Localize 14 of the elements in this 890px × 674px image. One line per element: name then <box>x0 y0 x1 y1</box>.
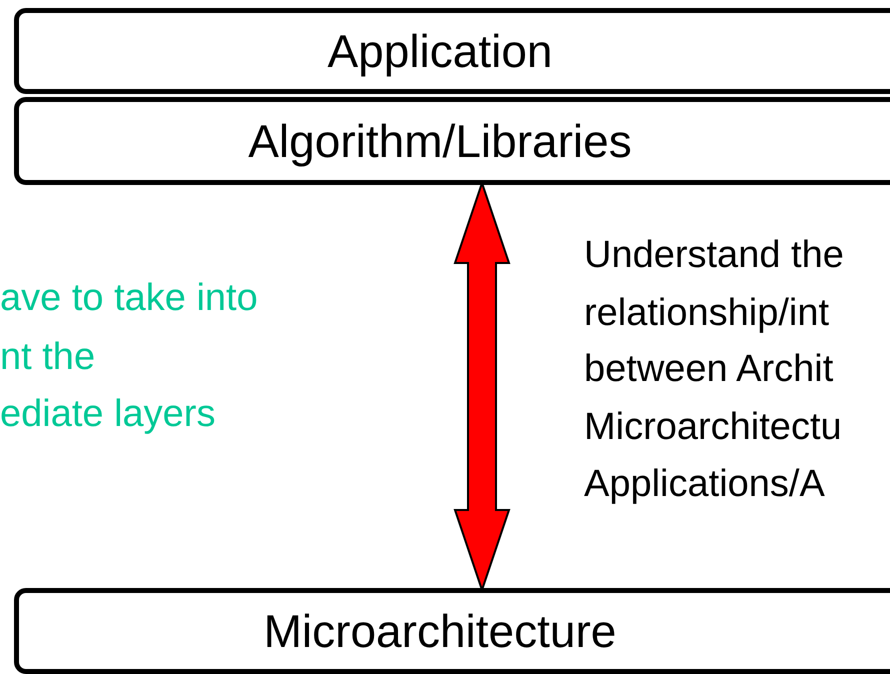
layer-label: Algorithm/Libraries <box>248 114 632 168</box>
note-text: ediate layers <box>0 392 216 436</box>
note-text: Applications/A <box>584 462 825 506</box>
note-text: between Archit <box>584 347 834 391</box>
note-text: Microarchitectu <box>584 405 842 449</box>
layer-box <box>14 588 890 674</box>
layer-label: Microarchitecture <box>264 604 616 658</box>
note-text: relationship/int <box>584 291 830 335</box>
layer-box <box>14 97 890 185</box>
layer-label: Application <box>327 24 553 78</box>
layer-box <box>14 8 890 94</box>
note-text: nt the <box>0 335 96 379</box>
note-text: ave to take into <box>0 276 258 320</box>
note-text: Understand the <box>584 233 844 277</box>
